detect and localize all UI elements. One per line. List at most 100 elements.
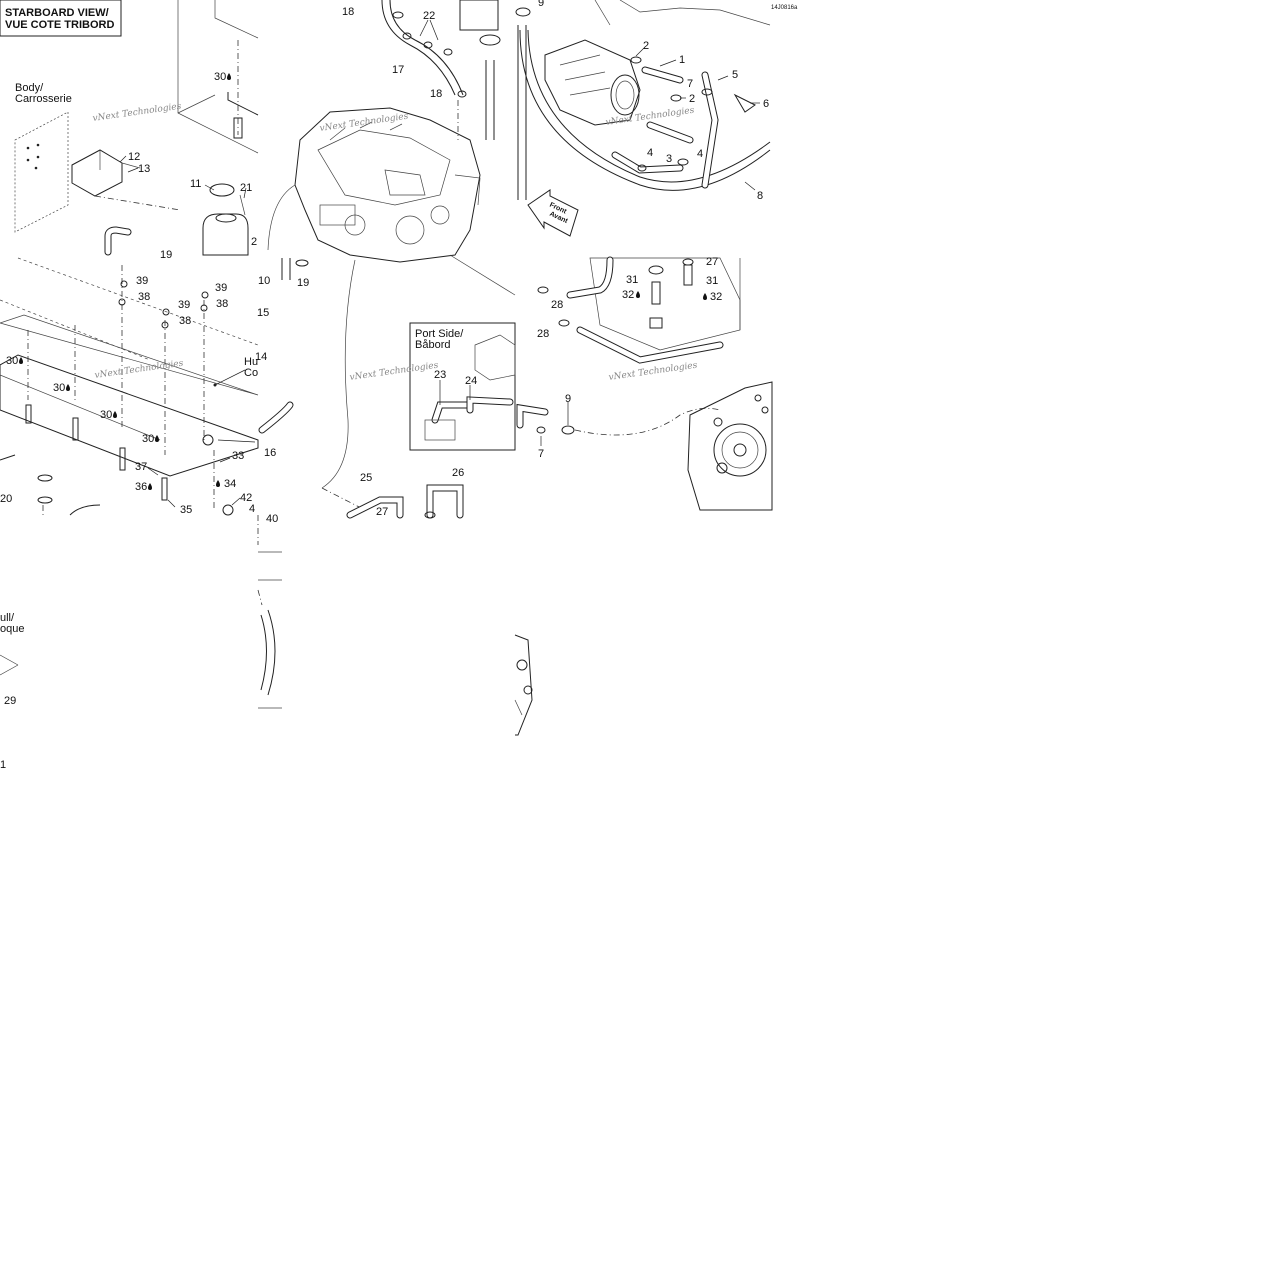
callout-18b: 18 (430, 88, 442, 100)
leader-lines (119, 19, 760, 508)
callout-9b: 9 (565, 393, 571, 405)
callout-7a: 7 (687, 78, 693, 90)
hull-mid-label-1: Hu (244, 356, 258, 368)
bracket-12 (71, 149, 181, 211)
callout-31b: 31 (706, 275, 718, 287)
watermark-1: vNext Technologies (92, 102, 182, 124)
callout-23: 23 (434, 369, 446, 381)
callout-13: 13 (138, 163, 150, 175)
hull-left-label-2: oque (0, 623, 24, 635)
hose-9-mid (516, 403, 721, 436)
callout-15: 15 (257, 307, 269, 319)
callout-10: 10 (258, 275, 270, 287)
callout-4a: 4 (647, 147, 653, 159)
hull-mid-label-2: Co (244, 367, 258, 379)
dashed-hose-main (321, 259, 366, 511)
callout-32b: 32 (710, 291, 722, 303)
callout-11: 11 (190, 178, 201, 190)
callout-26: 26 (452, 467, 464, 479)
callout-17: 17 (392, 64, 404, 76)
starboard-view-box: STARBOARD VIEW/ VUE COTE TRIBORD (0, 0, 122, 37)
body-label-1: Body/ (15, 82, 44, 94)
callout-32a: 32 (622, 289, 634, 301)
callout-4c: 4 (249, 503, 255, 515)
callout-38b: 38 (179, 315, 191, 327)
hoses-25-26 (346, 484, 464, 519)
right-plate (449, 254, 741, 364)
callout-38c: 38 (216, 298, 228, 310)
callout-2a: 2 (643, 40, 649, 52)
starboard-view-label-2: VUE COTE TRIBORD (5, 19, 114, 31)
callout-30b: 30 (6, 355, 18, 367)
callout-39b: 39 (178, 299, 190, 311)
callout-27b: 27 (376, 506, 388, 518)
coolant-reservoir (202, 183, 249, 256)
callout-19a: 19 (160, 249, 172, 261)
callout-28a: 28 (551, 299, 563, 311)
heat-exchanger-plate (0, 257, 259, 510)
front-arrow: Front Avant (527, 189, 579, 237)
callout-40: 40 (266, 513, 278, 525)
hose-17 (381, 0, 467, 140)
exhaust-manifold (519, 0, 771, 191)
callout-3: 3 (666, 153, 672, 165)
callout-33: 33 (232, 450, 244, 462)
callout-24: 24 (465, 375, 477, 387)
callout-4b: 4 (697, 148, 703, 160)
lower-pump-fragment (514, 634, 533, 736)
callout-14: 14 (255, 351, 267, 363)
callout-31a: 31 (626, 274, 638, 286)
port-side-label-1: Port Side/ (415, 328, 464, 340)
callout-1: 1 (679, 54, 685, 66)
callout-5: 5 (732, 69, 738, 81)
callout-28b: 28 (537, 328, 549, 340)
jet-pump-housing (687, 381, 773, 511)
callout-12: 12 (128, 151, 140, 163)
watermark-5: vNext Technologies (349, 361, 439, 383)
engine-block (294, 107, 481, 263)
hose-10 (267, 184, 309, 280)
callout-39a: 39 (136, 275, 148, 287)
callout-42: 42 (240, 492, 252, 504)
callout-21: 21 (240, 182, 252, 194)
starboard-view-label-1: STARBOARD VIEW/ (5, 7, 109, 19)
lower-left-fragments (0, 515, 282, 709)
bolts (25, 280, 234, 516)
callout-1b: 1 (0, 759, 6, 771)
callout-29: 29 (4, 695, 16, 707)
body-panel: Body/ Carrosserie (14, 82, 72, 233)
callouts: 1 2 2 2 3 4 4 4 5 6 7 7 8 9 9 10 11 12 1… (0, 0, 769, 771)
callout-30d: 30 (100, 409, 112, 421)
expansion-tank (459, 0, 531, 200)
callout-8: 8 (757, 190, 763, 202)
hose-19-left (104, 226, 132, 256)
body-label-2: Carrosserie (15, 93, 72, 105)
callout-2b: 2 (689, 93, 695, 105)
callout-38a: 38 (138, 291, 150, 303)
callout-6: 6 (763, 98, 769, 110)
callout-25: 25 (360, 472, 372, 484)
callout-19b: 19 (297, 277, 309, 289)
watermark-6: vNext Technologies (608, 361, 698, 383)
port-side-box: Port Side/ Båbord (409, 322, 516, 451)
callout-16: 16 (264, 447, 276, 459)
callout-35: 35 (180, 504, 192, 516)
callout-34: 34 (224, 478, 236, 490)
callout-18a: 18 (342, 6, 354, 18)
callout-22: 22 (423, 10, 435, 22)
drawing-code: 14J0816a (771, 5, 798, 11)
hull-left-label-1: ull/ (0, 612, 15, 624)
callout-27a: 27 (706, 256, 718, 268)
callout-37: 37 (135, 461, 147, 473)
upper-frame (177, 0, 259, 154)
callout-9a: 9 (538, 0, 544, 9)
callout-30c: 30 (53, 382, 65, 394)
port-side-label-2: Båbord (415, 339, 450, 351)
callout-30e: 30 (142, 433, 154, 445)
clamps-20 (0, 454, 101, 516)
callout-30a: 30 (214, 71, 226, 83)
callout-7b: 7 (538, 448, 544, 460)
sealant-markers (19, 73, 707, 490)
callout-2c: 2 (251, 236, 257, 248)
